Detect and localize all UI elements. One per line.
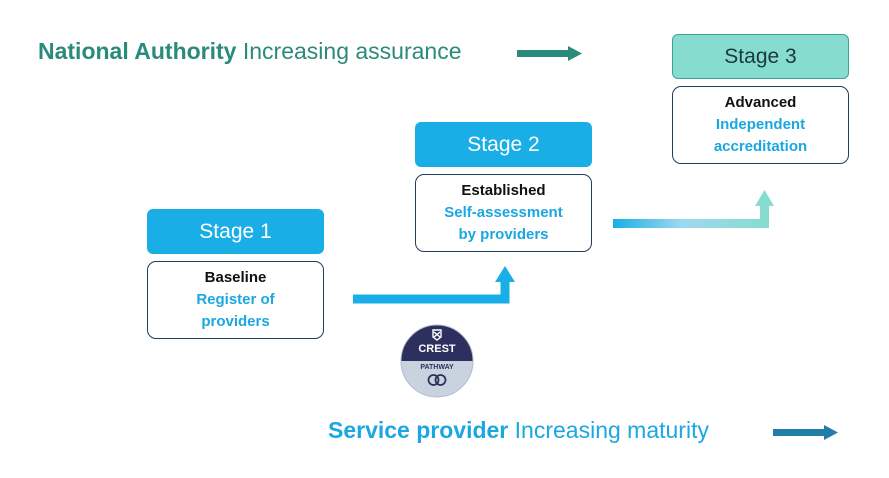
stage-1-tab: Stage 1	[147, 209, 324, 254]
maturity-arrow-icon	[773, 425, 838, 440]
national-authority-heading: National Authority Increasing assurance	[38, 40, 462, 63]
stage-3-box: Advanced Independent accreditation	[672, 86, 849, 164]
stage-2-desc-line2: by providers	[458, 226, 549, 243]
stage-2-level: Established	[461, 182, 546, 199]
stage-2-tab: Stage 2	[415, 122, 592, 167]
service-provider-label: Service provider	[328, 417, 509, 443]
stage-3-level: Advanced	[724, 94, 797, 111]
increasing-assurance-label: Increasing assurance	[236, 38, 462, 64]
badge-title: CREST	[418, 343, 456, 355]
stage2-to-stage3-connector	[613, 190, 774, 228]
badge-subtitle: PATHWAY	[420, 364, 454, 371]
stage-1-desc-line2: providers	[201, 313, 270, 330]
stage1-to-stage2-connector	[353, 266, 515, 304]
linked-rings-icon	[427, 374, 447, 386]
stage-2-desc-line1: Self-assessment	[444, 204, 563, 221]
stage-1-box: Baseline Register of providers	[147, 261, 324, 339]
crest-emblem-icon	[432, 329, 442, 341]
stage-2-box: Established Self-assessment by providers	[415, 174, 592, 252]
assurance-arrow-icon	[517, 46, 582, 61]
stage-3-desc-line1: Independent	[715, 116, 806, 133]
national-authority-label: National Authority	[38, 38, 237, 64]
stage-3-tab: Stage 3	[672, 34, 849, 79]
stage-3-desc-line2: accreditation	[713, 138, 808, 155]
increasing-maturity-label: Increasing maturity	[508, 417, 709, 443]
service-provider-heading: Service provider Increasing maturity	[328, 419, 709, 442]
stage-1-level: Baseline	[204, 269, 267, 286]
crest-pathway-badge: CREST PATHWAY	[400, 324, 474, 398]
stage-1-desc-line1: Register of	[196, 291, 275, 308]
